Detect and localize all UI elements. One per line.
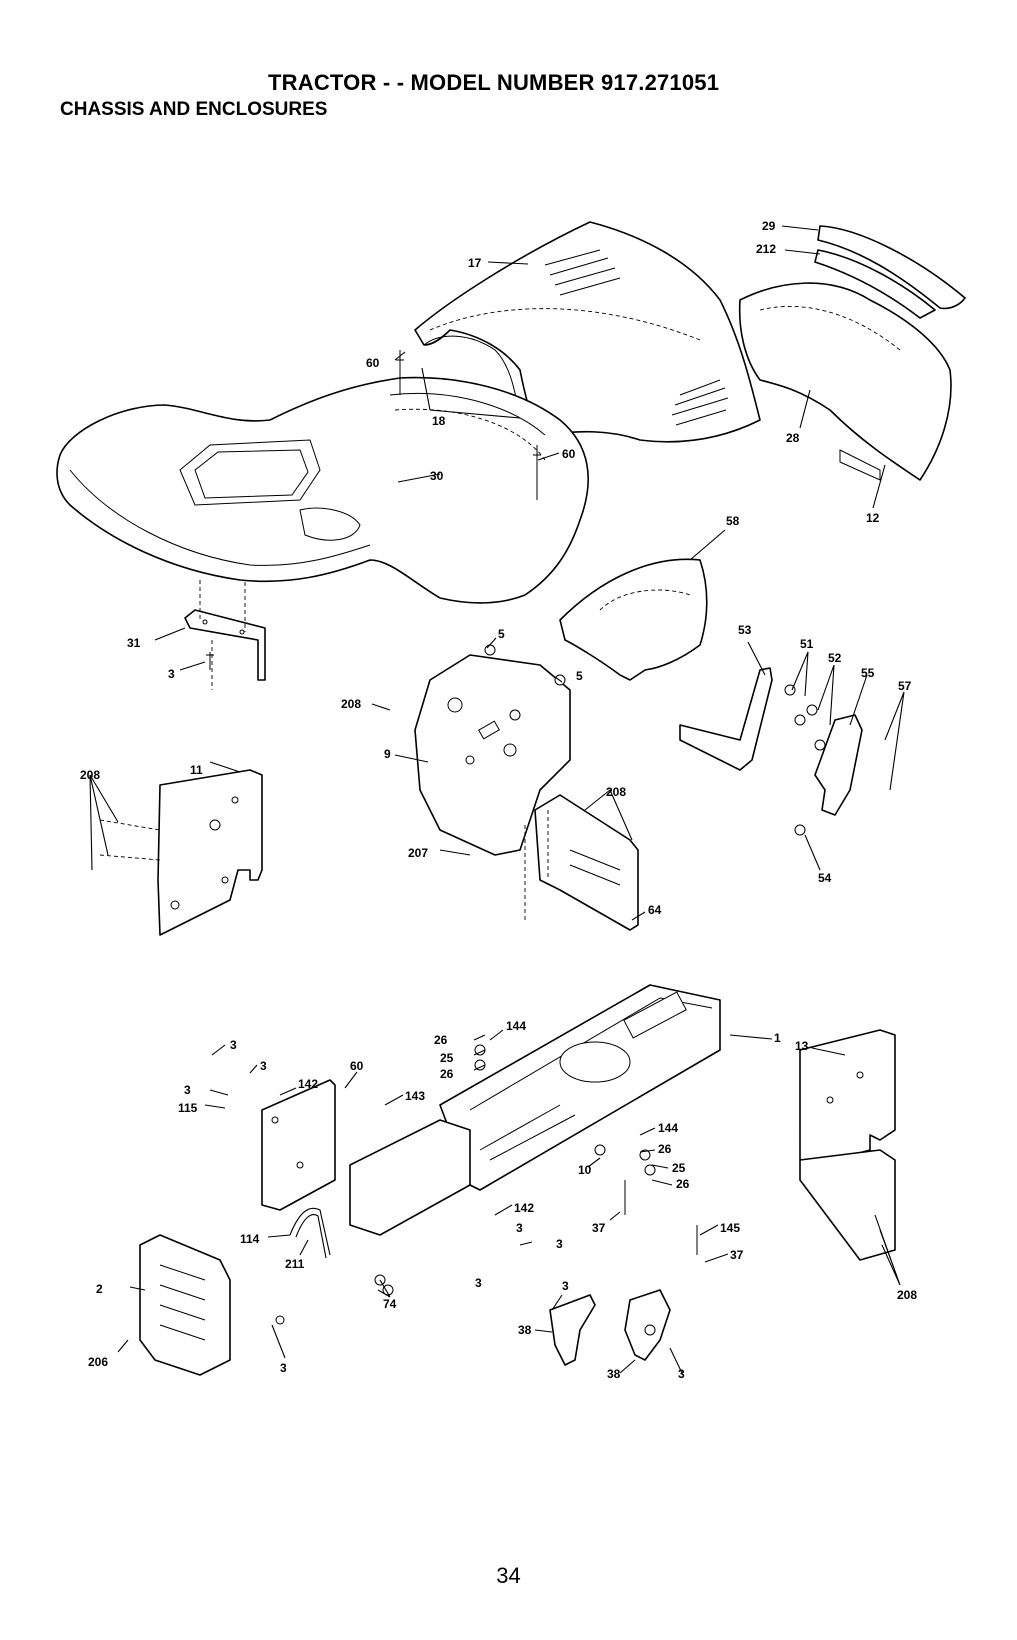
callout-144: 144 bbox=[506, 1019, 526, 1033]
callout-26: 26 bbox=[434, 1033, 448, 1047]
callout-18: 18 bbox=[432, 414, 446, 428]
tube-part-114 bbox=[290, 1208, 330, 1258]
lever-part-53 bbox=[680, 668, 772, 770]
fender-part-30 bbox=[57, 378, 588, 603]
callout-212: 212 bbox=[756, 242, 776, 256]
callout-37: 37 bbox=[592, 1221, 606, 1235]
bracket-part-38-right bbox=[625, 1290, 670, 1360]
panel-part-2 bbox=[140, 1235, 230, 1375]
callout-145: 145 bbox=[720, 1221, 740, 1235]
callout-3: 3 bbox=[562, 1279, 569, 1293]
callout-25: 25 bbox=[672, 1161, 686, 1175]
seat-pan-part-58 bbox=[560, 559, 707, 680]
callout-10: 10 bbox=[578, 1163, 592, 1177]
callout-11: 11 bbox=[190, 763, 203, 777]
callout-3: 3 bbox=[184, 1083, 191, 1097]
callout-58: 58 bbox=[726, 514, 740, 528]
callout-13: 13 bbox=[795, 1039, 809, 1053]
callout-64: 64 bbox=[648, 903, 662, 917]
callout-60: 60 bbox=[350, 1059, 364, 1073]
callout-30: 30 bbox=[430, 469, 444, 483]
callout-55: 55 bbox=[861, 666, 875, 680]
bracket-part-31 bbox=[185, 580, 265, 690]
panel-part-13 bbox=[800, 1030, 895, 1260]
callout-211: 211 bbox=[285, 1257, 305, 1271]
callout-5: 5 bbox=[498, 627, 505, 641]
callout-2: 2 bbox=[96, 1282, 103, 1296]
callout-208: 208 bbox=[606, 785, 626, 799]
callout-3: 3 bbox=[168, 667, 175, 681]
callout-3: 3 bbox=[556, 1237, 563, 1251]
callout-25: 25 bbox=[440, 1051, 454, 1065]
callout-12: 12 bbox=[866, 511, 880, 525]
page-number: 34 bbox=[0, 1563, 1017, 1589]
callout-51: 51 bbox=[800, 637, 814, 651]
side-panel-part-11 bbox=[100, 770, 262, 935]
callout-54: 54 bbox=[818, 871, 832, 885]
callout-207: 207 bbox=[408, 846, 428, 860]
callout-3: 3 bbox=[516, 1221, 523, 1235]
callout-60: 60 bbox=[366, 356, 380, 370]
bracket-part-38-left bbox=[550, 1295, 595, 1365]
callout-74: 74 bbox=[383, 1297, 397, 1311]
callout-3: 3 bbox=[678, 1367, 685, 1381]
callout-208: 208 bbox=[341, 697, 361, 711]
callout-142: 142 bbox=[514, 1201, 534, 1215]
callout-3: 3 bbox=[260, 1059, 267, 1073]
callout-31: 31 bbox=[127, 636, 141, 650]
callout-3: 3 bbox=[230, 1038, 237, 1052]
callout-26: 26 bbox=[440, 1067, 454, 1081]
callout-208: 208 bbox=[80, 768, 100, 782]
callout-52: 52 bbox=[828, 651, 842, 665]
callout-115: 115 bbox=[178, 1101, 198, 1115]
callout-3: 3 bbox=[475, 1276, 482, 1290]
callout-26: 26 bbox=[676, 1177, 690, 1191]
callout-28: 28 bbox=[786, 431, 800, 445]
callout-29: 29 bbox=[762, 219, 776, 233]
callout-60: 60 bbox=[562, 447, 576, 461]
frame-side-plate-left bbox=[262, 1080, 335, 1210]
callout-114: 114 bbox=[240, 1232, 260, 1246]
lever-part-55 bbox=[795, 715, 862, 815]
callout-208: 208 bbox=[897, 1288, 917, 1302]
callout-53: 53 bbox=[738, 623, 752, 637]
callout-142: 142 bbox=[298, 1077, 318, 1091]
callout-37: 37 bbox=[730, 1248, 744, 1262]
callout-9: 9 bbox=[384, 747, 391, 761]
callout-38: 38 bbox=[607, 1367, 621, 1381]
frame-part-1 bbox=[350, 985, 720, 1235]
callout-38: 38 bbox=[518, 1323, 532, 1337]
callout-5: 5 bbox=[576, 669, 583, 683]
callout-3: 3 bbox=[280, 1361, 287, 1375]
callout-144: 144 bbox=[658, 1121, 678, 1135]
callout-26: 26 bbox=[658, 1142, 672, 1156]
callout-57: 57 bbox=[898, 679, 912, 693]
callout-17: 17 bbox=[468, 256, 482, 270]
callout-206: 206 bbox=[88, 1355, 108, 1369]
callout-143: 143 bbox=[405, 1089, 425, 1103]
callout-1: 1 bbox=[774, 1031, 781, 1045]
